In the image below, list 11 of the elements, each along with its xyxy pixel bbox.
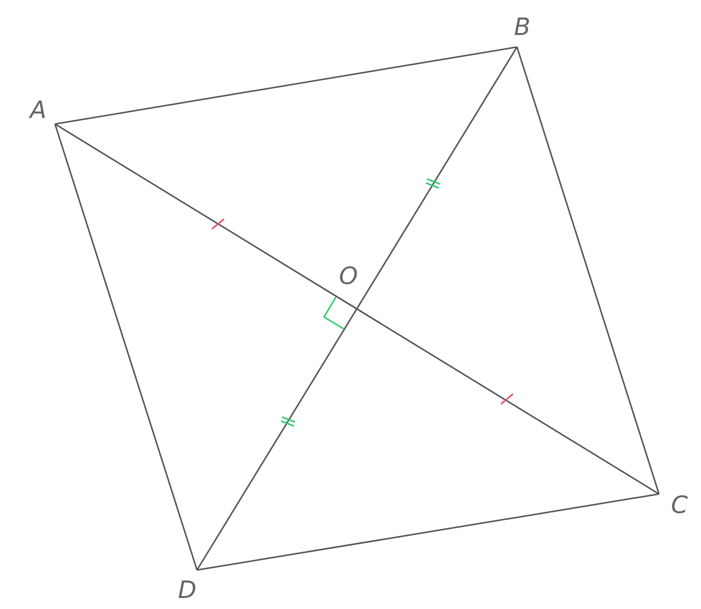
line-segment <box>54 46 518 125</box>
vertex-label: C <box>671 493 688 517</box>
point-label: O <box>339 264 358 288</box>
line-segment <box>196 493 660 571</box>
vertex-label: A <box>30 98 46 122</box>
line-segment <box>196 46 518 570</box>
vertex-label: D <box>178 578 196 602</box>
line-segment <box>54 123 660 495</box>
line-segment <box>516 46 660 494</box>
vertex-label: B <box>514 15 530 39</box>
line-segment <box>54 124 198 570</box>
